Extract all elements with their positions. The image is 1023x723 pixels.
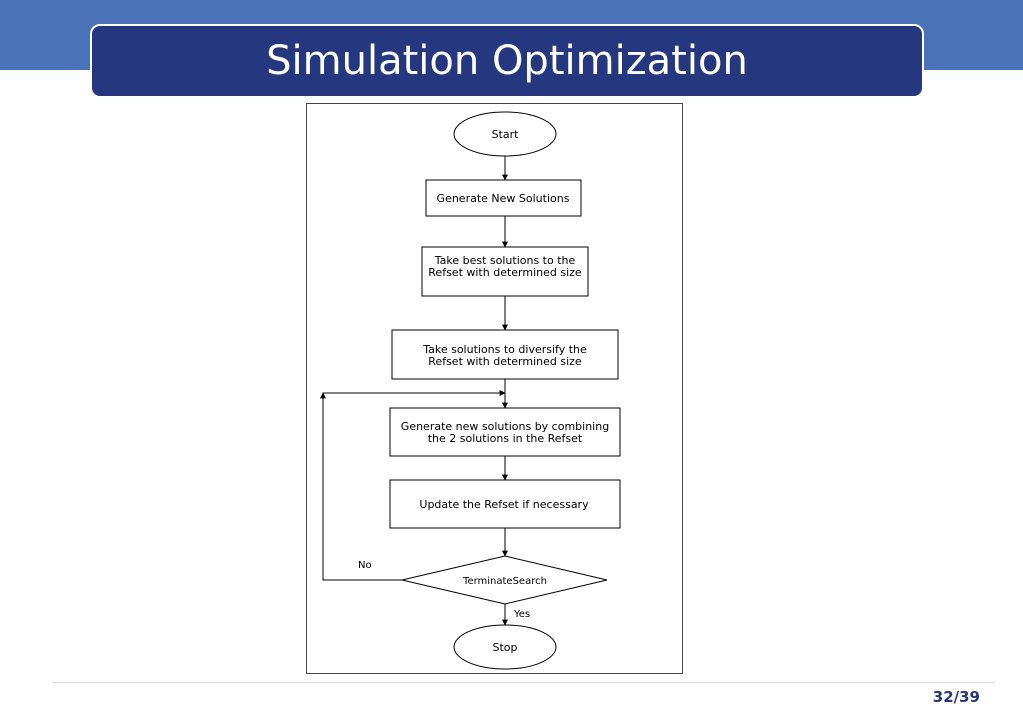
footer-divider xyxy=(52,682,994,683)
step-combine-solutions xyxy=(389,407,621,457)
step4-line2: the 2 solutions in the Refset xyxy=(428,432,583,445)
no-label: No xyxy=(358,560,372,571)
title-banner: Simulation Optimization xyxy=(90,24,924,98)
step3-line1: Take solutions to diversify the xyxy=(422,343,587,356)
step4-line1: Generate new solutions by combining xyxy=(401,420,609,433)
yes-label: Yes xyxy=(513,609,530,620)
step-update-refset xyxy=(389,479,621,529)
step2-line2: Refset with determined size xyxy=(428,266,582,279)
step2-line1: Take best solutions to the xyxy=(434,254,576,267)
loop-back-line xyxy=(322,390,506,581)
slide-title: Simulation Optimization xyxy=(266,38,748,84)
flowchart-frame xyxy=(306,103,683,674)
step-take-best-solutions xyxy=(421,246,589,297)
start-label: Start xyxy=(492,128,520,141)
stop-label: Stop xyxy=(492,641,517,654)
step1-label: Generate New Solutions xyxy=(437,192,570,205)
step-diversify-refset xyxy=(391,329,619,380)
decision-label: TerminateSearch xyxy=(462,576,547,587)
step3-line2: Refset with determined size xyxy=(428,355,582,368)
step5-label: Update the Refset if necessary xyxy=(419,498,589,511)
page-number: 32/39 xyxy=(932,688,980,706)
step-generate-new-solutions xyxy=(425,179,582,217)
stop-node xyxy=(453,624,557,670)
